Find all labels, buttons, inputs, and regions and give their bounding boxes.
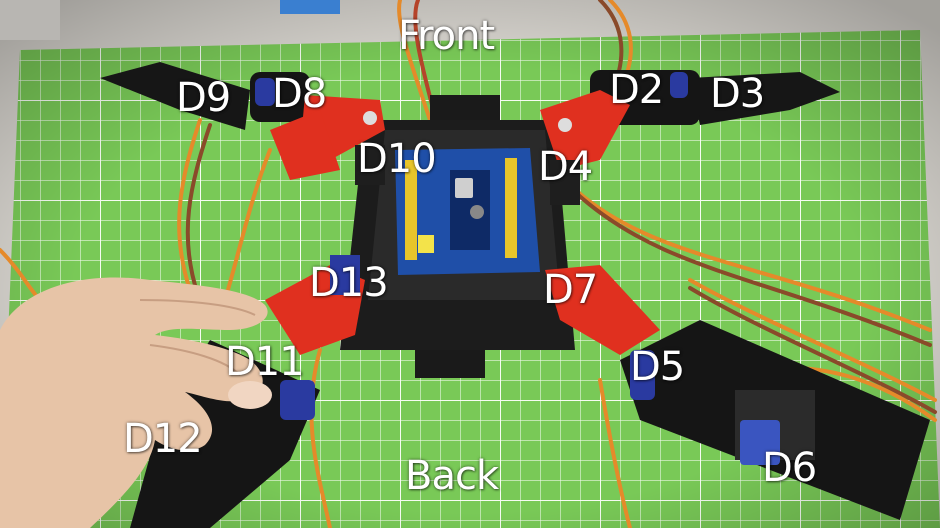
leg-front-right — [540, 70, 840, 205]
label-d4: D4 — [538, 144, 593, 190]
leg-back-right — [545, 265, 930, 520]
background-object — [0, 0, 60, 40]
label-d10: D10 — [357, 136, 437, 182]
label-front: Front — [398, 13, 495, 59]
label-back: Back — [405, 453, 499, 499]
label-d3: D3 — [710, 71, 765, 117]
label-d9: D9 — [176, 75, 231, 121]
label-d7: D7 — [543, 267, 598, 313]
label-d5: D5 — [630, 344, 685, 390]
controller-board — [395, 148, 540, 275]
label-d13: D13 — [309, 260, 389, 306]
label-d8: D8 — [272, 71, 327, 117]
hand — [0, 277, 272, 528]
leg-back-left — [130, 255, 365, 528]
leg-front-left — [100, 62, 385, 185]
background-object — [280, 0, 340, 14]
label-d2: D2 — [609, 67, 664, 113]
label-d12: D12 — [123, 416, 203, 462]
label-d6: D6 — [762, 445, 817, 491]
label-d11: D11 — [225, 339, 305, 385]
